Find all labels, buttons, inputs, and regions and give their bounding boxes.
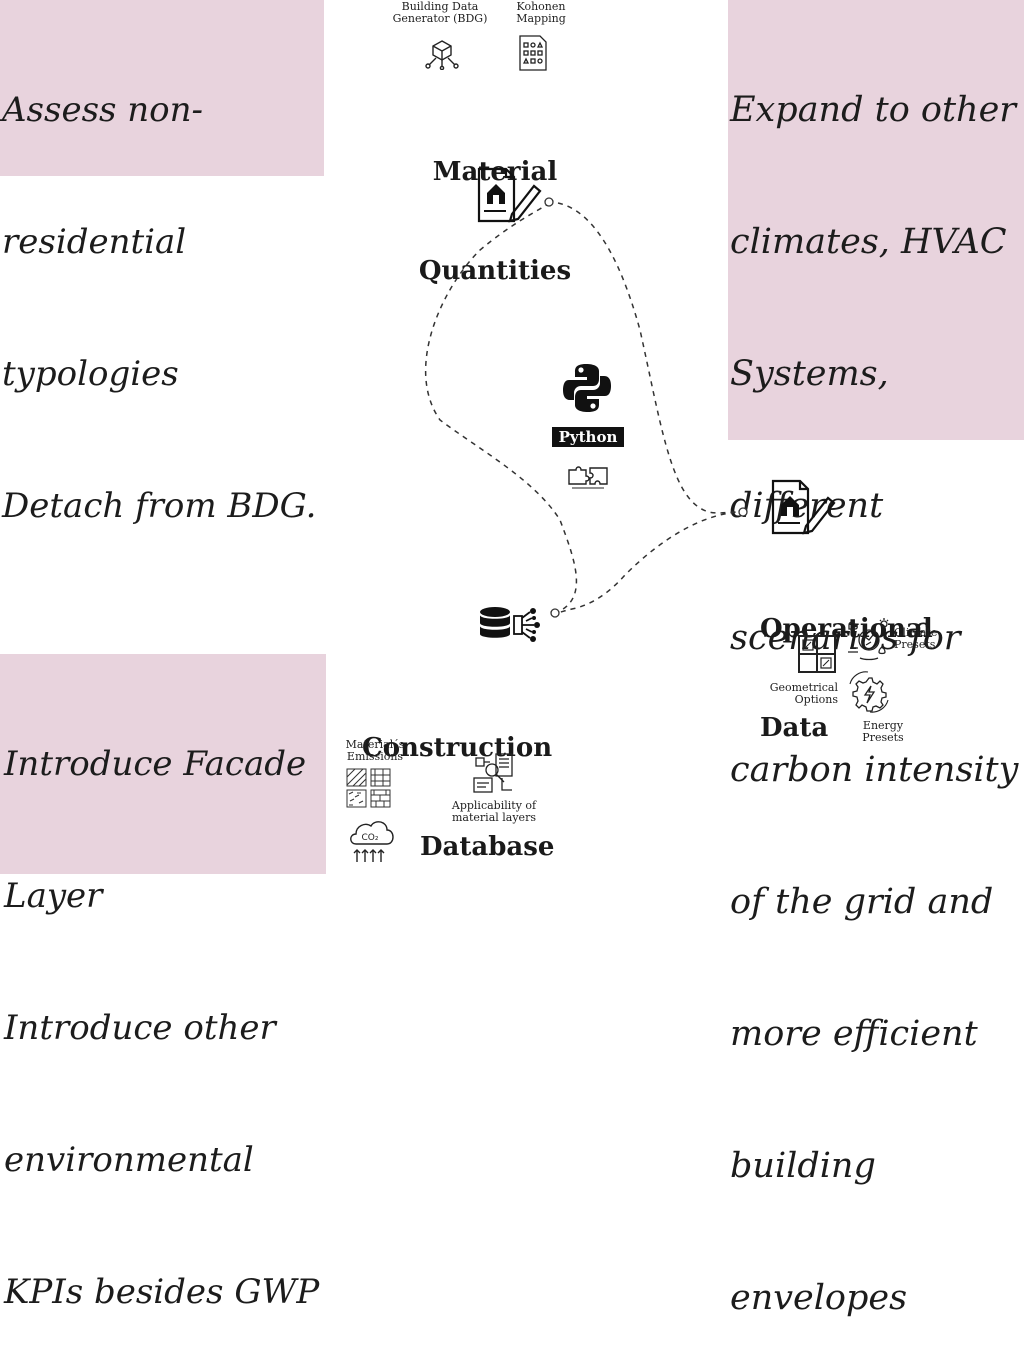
applicability-label: Applicability of material layers — [451, 799, 537, 824]
climate-presets-label: Climate Presets — [894, 626, 938, 651]
note-line: Introduce other — [4, 1008, 276, 1048]
note-line: Systems, — [730, 354, 889, 394]
note-line: residential — [2, 222, 187, 262]
note-line: different — [730, 486, 884, 526]
note-line: Expand to other — [730, 90, 1017, 130]
python-label: Python — [552, 427, 624, 447]
svg-text:CO₂: CO₂ — [362, 833, 379, 843]
database-network-icon — [480, 607, 540, 642]
title-line: Operational — [760, 614, 933, 644]
cube-network-icon — [425, 40, 459, 70]
construction-database-title: Construction Database — [362, 666, 554, 897]
note-line: typologies — [2, 354, 179, 394]
material-quantities-title: Material Quantities — [400, 90, 590, 321]
note-line: Introduce Facade — [4, 744, 307, 784]
note-line: envelopes — [730, 1278, 908, 1318]
geometrical-options-label: Geometrical Options — [769, 681, 838, 706]
energy-gear-icon — [849, 671, 889, 713]
material-emissions-label: Material´s Emissions — [345, 738, 405, 763]
house-document-pen-icon — [771, 479, 836, 535]
note-line: KPIs besides GWP — [4, 1272, 320, 1312]
energy-presets-label: Energy Presets — [862, 719, 904, 744]
note-line: Detach from BDG. — [2, 486, 317, 526]
operational-data-title: Operational Data — [760, 547, 933, 778]
tool-label-bdg: Building Data Generator (BDG) — [392, 0, 488, 25]
puzzle-pieces-icon — [568, 466, 608, 489]
climate-icon — [848, 618, 890, 661]
dashed-connector — [424, 197, 748, 618]
shapes-grid-document-icon — [519, 35, 547, 71]
note-line: building — [730, 1146, 876, 1186]
note-line: climates, HVAC — [730, 222, 1007, 262]
title-line: Construction — [362, 733, 553, 763]
window-grid-icon — [798, 635, 836, 673]
title-line: Data — [760, 713, 829, 743]
material-hatch-icon — [346, 768, 391, 808]
note-top-left: Assess non- residential typologies Detac… — [0, 0, 324, 526]
note-line: Layer — [4, 876, 103, 916]
note-line: more efficient — [730, 1014, 978, 1054]
note-line: carbon intensity — [730, 750, 1019, 790]
note-line: of the grid and — [730, 882, 994, 922]
title-line: Quantities — [418, 256, 572, 286]
tool-label-kohonen: Kohonen Mapping — [516, 0, 566, 25]
note-line: environmental — [4, 1140, 254, 1180]
title-line: Database — [420, 832, 555, 862]
python-logo-icon — [563, 364, 611, 412]
co2-cloud-icon: CO₂ — [350, 821, 394, 862]
title-line: Material — [432, 157, 558, 187]
note-line: Assess non- — [2, 90, 204, 130]
house-document-pen-icon — [477, 167, 542, 223]
document-search-icon — [473, 753, 513, 793]
